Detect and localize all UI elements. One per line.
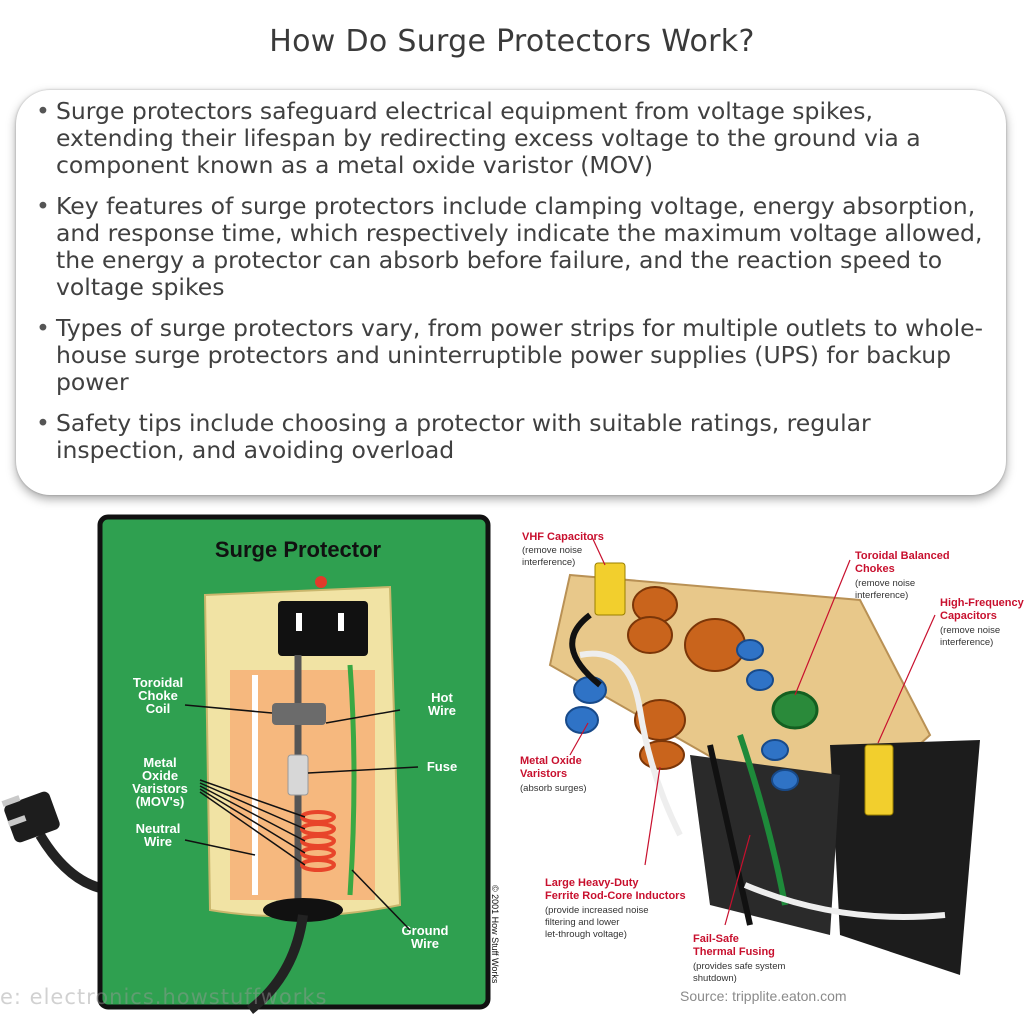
label-neutral-2: Wire (144, 834, 172, 849)
outlet-icon (278, 601, 368, 656)
callout-vhf: VHF Capacitors (522, 531, 604, 543)
toroidal-coil (272, 703, 326, 725)
plug-icon (1, 791, 60, 843)
source-credit: Source: tripplite.eaton.com (680, 988, 847, 1004)
diagram-heading: Surge Protector (215, 537, 382, 562)
callout-ferrite-2: Ferrite Rod-Core Inductors (545, 890, 686, 902)
label-hot-1: Hot (431, 690, 453, 705)
callout-fuse-sub-2: shutdown) (693, 973, 737, 984)
callout-ferrite-sub-1: (provide increased noise (545, 905, 649, 916)
callout-hf-sub-1: (remove noise (940, 625, 1001, 636)
callout-toroidal-sub-2: interference) (855, 590, 909, 601)
callout-ferrite-sub-2: filtering and lower (545, 917, 620, 928)
label-metal-4: (MOV's) (136, 794, 185, 809)
callout-fuse-2: Thermal Fusing (693, 946, 775, 958)
copyright-text: © 2001 How Stuff Works (490, 885, 500, 984)
toroidal-choke (771, 690, 819, 730)
label-ground-2: Wire (411, 936, 439, 951)
white-wire (579, 650, 683, 837)
bullet-list: Surge protectors safeguard electrical eq… (36, 98, 996, 478)
vhf-capacitor (594, 562, 626, 616)
callout-toroidal-2: Chokes (855, 563, 895, 575)
label-toroidal-2: Choke (138, 688, 178, 703)
label-metal-2: Oxide (142, 768, 178, 783)
callout-vhf-sub-2: interference) (522, 557, 576, 568)
label-fuse: Fuse (427, 759, 457, 774)
label-metal-1: Metal (143, 755, 176, 770)
fuse-icon (287, 754, 309, 796)
green-wire (737, 734, 788, 906)
internals-figure (548, 536, 980, 975)
callout-hf-2: Capacitors (940, 610, 997, 622)
callout-mov-2: Varistors (520, 768, 568, 780)
page-title: How Do Surge Protectors Work? (269, 24, 755, 59)
ground-wire (347, 664, 357, 896)
surge-protector-diagram: Surge Protector Toroidal Choke Coil Meta… (1, 514, 500, 1014)
callout-mov-1: Metal Oxide (520, 755, 582, 767)
callout-hf-1: High-Frequency (940, 597, 1024, 609)
outlet-casing (830, 740, 980, 975)
label-metal-3: Varistors (132, 781, 188, 796)
bullet-item: Safety tips include choosing a protector… (36, 410, 996, 464)
copper-coils (627, 586, 746, 770)
callout-hf-sub-2: interference) (940, 637, 994, 648)
callout-toroidal-1: Toroidal Balanced (855, 550, 950, 562)
callout-fuse-sub-1: (provides safe system (693, 961, 786, 972)
hf-capacitor (864, 744, 894, 816)
callout-toroidal-sub-1: (remove noise (855, 578, 916, 589)
label-ground-1: Ground (402, 923, 449, 938)
mov-coils (300, 810, 336, 872)
label-toroidal-1: Toroidal (133, 675, 183, 690)
callout-ferrite-1: Large Heavy-Duty (545, 877, 639, 889)
label-neutral-1: Neutral (136, 821, 181, 836)
watermark-text: e: electronics.howstuffworks (0, 985, 328, 1009)
label-hot-2: Wire (428, 703, 456, 718)
bullet-item: Key features of surge protectors include… (36, 193, 996, 301)
cord-grommet (263, 898, 343, 922)
bullet-item: Surge protectors safeguard electrical eq… (36, 98, 996, 179)
callout-vhf-sub-1: (remove noise (522, 545, 583, 556)
callout-ferrite-sub-3: let-through voltage) (545, 929, 627, 940)
callout-fuse-1: Fail-Safe (693, 933, 739, 945)
label-toroidal-3: Coil (146, 701, 171, 716)
indicator-light (315, 576, 327, 588)
summary-card: Surge protectors safeguard electrical eq… (16, 90, 1006, 495)
callout-mov-sub: (absorb surges) (520, 783, 587, 794)
bullet-item: Types of surge protectors vary, from pow… (36, 315, 996, 396)
